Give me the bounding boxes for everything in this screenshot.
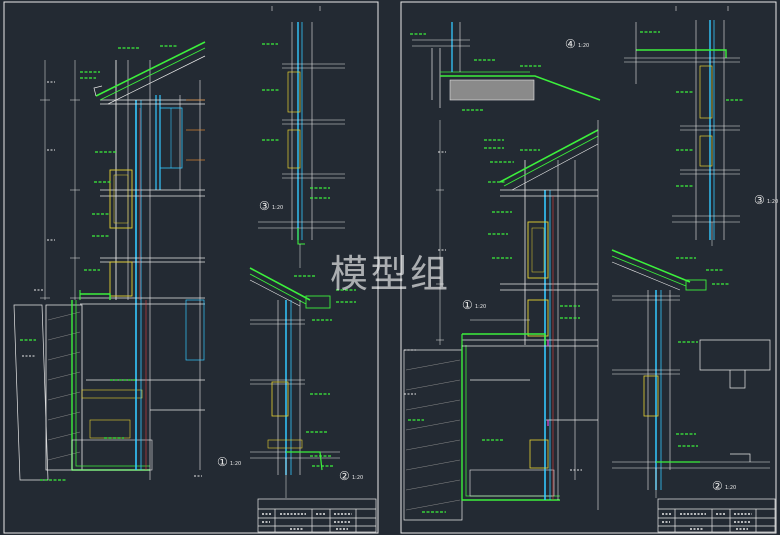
right-detail-3-section — [624, 20, 740, 246]
left-detail-3-section — [258, 22, 345, 268]
detail-scale-label: 1:20 — [352, 475, 363, 481]
detail-number-label: ③ — [754, 193, 765, 207]
detail-scale-label: 1:20 — [272, 205, 283, 211]
title-block-left — [257, 498, 377, 533]
left-detail-1-annotations — [20, 45, 178, 481]
detail-number-label: ④ — [565, 37, 576, 51]
detail-number-label: ② — [712, 479, 723, 493]
sheet-frame-left — [3, 1, 379, 534]
right-detail-1-annotations — [408, 139, 580, 513]
sheet-frame-right — [400, 1, 777, 534]
detail-scale-label: 1:20 — [725, 485, 736, 491]
sheet-top-marks — [271, 6, 729, 11]
detail-number-label: ③ — [259, 199, 270, 213]
right-detail-1-section — [403, 120, 599, 521]
left-detail-3-annotations — [262, 43, 330, 199]
detail-number-label: ① — [217, 455, 228, 469]
right-detail-1-dimensions — [436, 120, 530, 345]
left-detail-2-annotations — [294, 275, 356, 467]
title-block-right — [657, 498, 776, 533]
title-block-scribbles — [262, 513, 752, 530]
detail-number-label: ① — [462, 298, 473, 312]
right-detail-4-annotations — [410, 33, 542, 111]
right-detail-1-dim-text — [404, 151, 582, 471]
right-detail-4-section — [412, 22, 601, 108]
detail-scale-label: 1:20 — [767, 199, 778, 205]
detail-scale-label: 1:20 — [475, 304, 486, 310]
left-detail-2-section — [249, 267, 340, 498]
right-detail-2-annotations — [676, 257, 730, 447]
left-detail-1-section — [13, 41, 206, 481]
right-detail-3-annotations — [640, 31, 744, 187]
right-detail-2-section — [611, 249, 771, 498]
detail-scale-label: 1:20 — [578, 43, 589, 49]
detail-scale-label: 1:20 — [230, 461, 241, 467]
detail-number-label: ② — [339, 469, 350, 483]
left-detail-1-dimensions — [40, 60, 80, 300]
left-detail-1-dim-text — [22, 81, 202, 477]
